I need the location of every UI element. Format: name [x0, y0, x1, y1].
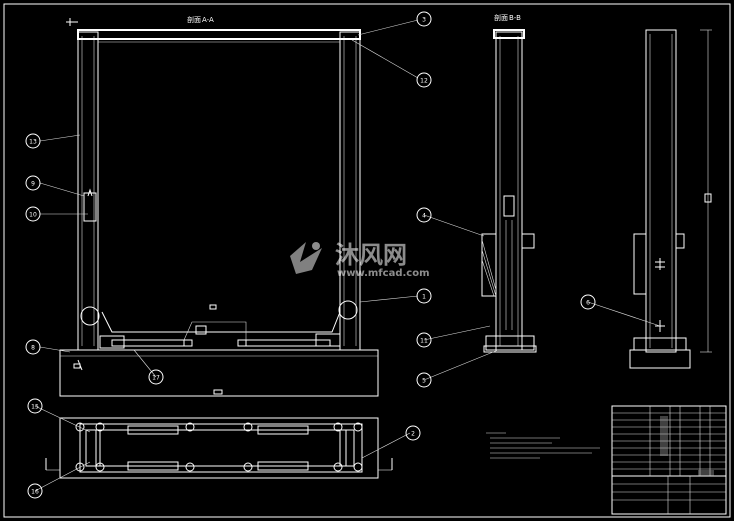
callout-label: 16 [31, 489, 39, 496]
callout-bubble [148, 369, 164, 385]
callout-bubble [580, 294, 596, 310]
base-block [59, 349, 379, 397]
callout-bubble [27, 398, 43, 414]
callout-label: 5 [422, 378, 426, 385]
section-view-bb: 剖面 B-B [481, 13, 537, 353]
left-column [77, 31, 99, 351]
callout-label: 9 [31, 181, 35, 188]
side-view [629, 29, 712, 369]
callout-label: 15 [31, 404, 39, 411]
callout-label: 11 [420, 338, 428, 345]
callout-label: 17 [152, 375, 160, 382]
drawing-frame [3, 3, 731, 518]
callout-label: 1 [422, 294, 426, 301]
front-view-aa: 剖面 A-A [59, 15, 379, 397]
callout-bubble [25, 339, 41, 355]
callout-label: 10 [29, 212, 37, 219]
callout-bubble [416, 288, 432, 304]
callout-bubble [416, 372, 432, 388]
left-carriage [83, 192, 97, 222]
callout-bubble [416, 11, 432, 27]
bb-carriage [481, 233, 497, 297]
title-block [611, 405, 727, 515]
callout-label: 2 [411, 431, 415, 438]
callout-bubble [416, 72, 432, 88]
callout-label: 8 [31, 345, 35, 352]
watermark-brand: 沐风网 [335, 241, 407, 269]
leader-lines [34, 19, 661, 492]
callout-label: 12 [420, 78, 428, 85]
callout-bubble [416, 332, 432, 348]
side-column [645, 29, 677, 353]
technical-notes [486, 432, 600, 459]
callout-bubble [416, 207, 432, 223]
right-arm [245, 339, 331, 347]
callout-bubble [25, 133, 41, 149]
callouts: 3 12 13 9 10 8 1 17 4 11 5 6 15 16 2 [25, 11, 596, 499]
section-aa-label: A-A [202, 16, 214, 24]
left-pulley [80, 306, 100, 326]
callout-label: 6 [586, 300, 590, 307]
callout-label: 13 [29, 139, 37, 146]
plan-view [45, 417, 393, 479]
watermark-logo [290, 242, 322, 274]
top-beam [77, 29, 361, 40]
watermark-url: www.mfcad.com [337, 268, 430, 279]
callout-bubble [27, 483, 43, 499]
callout-bubble [405, 425, 421, 441]
callout-label: 3 [422, 17, 426, 24]
callout-label: 4 [422, 213, 426, 220]
svg-text:剖面: 剖面 [494, 13, 508, 22]
svg-text:剖面: 剖面 [187, 15, 201, 24]
section-bb-label: B-B [509, 14, 521, 22]
plan-base [59, 417, 379, 479]
callout-bubble [25, 206, 41, 222]
right-pulley [338, 300, 358, 320]
callout-bubble [25, 175, 41, 191]
